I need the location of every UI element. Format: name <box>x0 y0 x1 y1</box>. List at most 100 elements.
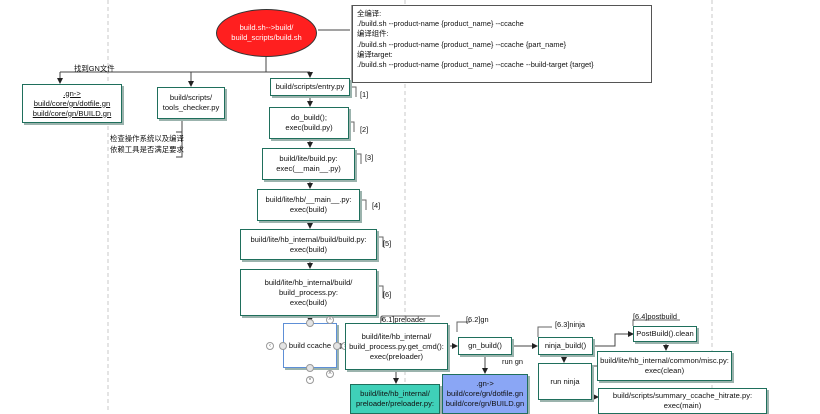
step-line: exec(__main__.py) <box>276 164 341 173</box>
ninja-build-node[interactable]: ninja_build() <box>538 337 593 355</box>
tools-checker-line2: tools_checker.py <box>162 103 220 112</box>
ninja-tag: [6.3]ninja <box>555 320 585 329</box>
step-line: build_process.py: <box>278 287 339 297</box>
gn-files-node[interactable]: .gn-> build/core/gn/dotfile.gn build/cor… <box>22 84 122 123</box>
step-tag-bracket <box>456 321 470 332</box>
resize-handle[interactable] <box>306 364 314 372</box>
gn-tag: [6.2]gn <box>466 315 489 324</box>
misc-line: exec(clean) <box>644 366 685 375</box>
start-node-line1: build.sh-->build/ <box>239 23 294 32</box>
gn-sub-line: .gn-> <box>476 379 494 388</box>
preloader-tag: [6.1]preloader <box>380 315 426 324</box>
note-line: ./build.sh --product-name {product_name}… <box>357 60 594 70</box>
preloader-node[interactable]: build/lite/hb_internal/ build_process.py… <box>345 323 448 370</box>
step-tag-bracket <box>357 153 362 164</box>
step-line: build/scripts/entry.py <box>275 82 345 91</box>
tools-checker-comment-line2: 依赖工具是否满足要求 <box>110 145 184 154</box>
step-line: build/lite/hb/__main__.py: <box>265 195 352 204</box>
step-line: exec(build) <box>289 297 328 307</box>
arrow-ninja-postbuild <box>593 331 634 347</box>
note-connector <box>318 5 353 83</box>
summary-line: exec(main) <box>663 401 702 410</box>
note-line: 编译target: <box>357 49 393 59</box>
step-line: build/lite/hb_internal/build/build.py: <box>250 234 367 244</box>
gn-sub-line: build/core/gn/BUILD.gn <box>445 399 525 408</box>
step-tag: [1] <box>360 90 369 99</box>
step-line: exec(build) <box>289 205 328 214</box>
step-line: exec(build.py) <box>285 123 333 132</box>
run-ninja-label: run ninja <box>550 376 580 386</box>
step-tag-bracket <box>379 236 384 247</box>
step-tag: [5] <box>383 239 392 248</box>
step-tag-bracket <box>352 86 357 97</box>
preloader-line: build_process.py.get_cmd(): <box>349 341 444 351</box>
step-tag: [4] <box>372 201 381 210</box>
step-tag-bracket <box>379 285 384 298</box>
gn-sub-line: build/core/gn/dotfile.gn <box>446 389 524 398</box>
command-usage-note: 全编译: ./build.sh --product-name {product_… <box>352 5 652 83</box>
build-ccache-label: build ccache <box>288 340 332 350</box>
gn-files-line1: .gn-> <box>63 88 81 98</box>
step-tag-bracket <box>632 319 680 326</box>
summary-line: build/scripts/summary_ccache_hitrate.py: <box>612 391 753 400</box>
tools-checker-line1: build/scripts/ <box>169 93 213 102</box>
run-ninja-node[interactable]: run ninja <box>538 363 592 400</box>
add-connector-up-handle[interactable]: ˄ <box>326 316 334 324</box>
step-hb-build-node[interactable]: build/lite/hb_internal/build/build.py: e… <box>240 229 377 260</box>
resize-handle[interactable] <box>306 319 314 327</box>
step-line: do_build(); <box>291 113 327 122</box>
step-tag: [2] <box>360 125 369 134</box>
gn-build-node[interactable]: gn_build() <box>458 337 512 355</box>
preloader-line: exec(preloader) <box>369 351 424 361</box>
step-entry-node[interactable]: build/scripts/entry.py <box>270 78 350 96</box>
step-build-process-node[interactable]: build/lite/hb_internal/build/ build_proc… <box>240 269 377 316</box>
tools-checker-comment-bracket <box>176 120 183 158</box>
resize-handle[interactable] <box>333 342 341 350</box>
tools-checker-comment-line1: 检查操作系统以及编译 <box>110 134 184 143</box>
step-tag: [6] <box>383 290 392 299</box>
run-gn-label: run gn <box>502 357 523 366</box>
tools-checker-node[interactable]: build/scripts/ tools_checker.py <box>157 87 225 119</box>
gn-build-label: gn_build() <box>468 341 502 350</box>
gn-files-line2: build/core/gn/dotfile.gn <box>33 98 111 108</box>
postbuild-clean-label: PostBuild().clean <box>636 329 694 338</box>
step-tag: [3] <box>365 153 374 162</box>
summary-ccache-node[interactable]: build/scripts/summary_ccache_hitrate.py:… <box>598 388 767 414</box>
note-line: 编译组件: <box>357 29 389 39</box>
start-node-line2: build_scripts/build.sh <box>231 33 302 42</box>
gn-files-sub-node[interactable]: .gn-> build/core/gn/dotfile.gn build/cor… <box>442 374 528 414</box>
add-connector-down-handle[interactable]: ˅ <box>306 376 314 384</box>
note-line: ./build.sh --product-name {product_name}… <box>357 19 524 29</box>
note-line: ./build.sh --product-name {product_name}… <box>357 39 567 49</box>
step-do-build-node[interactable]: do_build(); exec(build.py) <box>269 107 349 139</box>
add-connector-left-handle[interactable]: ‹ <box>266 342 274 350</box>
step-tag-bracket <box>362 199 367 210</box>
postbuild-clean-node[interactable]: PostBuild().clean <box>633 326 697 342</box>
step-hb-main-node[interactable]: build/lite/hb/__main__.py: exec(build) <box>257 189 360 221</box>
step-line: build/lite/hb_internal/build/ <box>264 277 353 287</box>
step-tag-bracket <box>381 315 440 321</box>
step-lite-build-node[interactable]: build/lite/build.py: exec(__main__.py) <box>262 148 355 180</box>
resize-handle[interactable] <box>279 342 287 350</box>
gn-find-label: 找到GN文件 <box>74 64 115 73</box>
misc-line: build/lite/hb_internal/common/misc.py: <box>600 356 729 365</box>
start-connector <box>60 57 310 73</box>
misc-clean-node[interactable]: build/lite/hb_internal/common/misc.py: e… <box>597 351 732 381</box>
preloader-line: build/lite/hb_internal/ <box>361 331 432 341</box>
note-line: 全编译: <box>357 9 382 18</box>
add-connector-down-handle[interactable]: ˄ <box>326 370 334 378</box>
step-line: build/lite/build.py: <box>279 154 338 163</box>
step-tag-bracket <box>537 326 552 337</box>
ninja-build-label: ninja_build() <box>544 341 587 350</box>
postbuild-tag: [6.4]postbuild <box>633 312 677 321</box>
step-line: exec(build) <box>289 244 328 254</box>
preloader-script-line: preloader/preloader.py: <box>355 399 435 408</box>
gn-files-line3: build/core/gn/BUILD.gn <box>32 108 112 118</box>
preloader-script-line: build/lite/hb_internal/ <box>360 389 430 398</box>
tools-checker-comment: 检查操作系统以及编译 依赖工具是否满足要求 <box>110 133 184 155</box>
preloader-script-node[interactable]: build/lite/hb_internal/ preloader/preloa… <box>350 384 440 414</box>
start-node-build-sh[interactable]: build.sh-->build/ build_scripts/build.sh <box>216 9 317 57</box>
build-ccache-node[interactable]: build ccache <box>283 323 337 368</box>
step-tag-bracket <box>350 121 355 132</box>
